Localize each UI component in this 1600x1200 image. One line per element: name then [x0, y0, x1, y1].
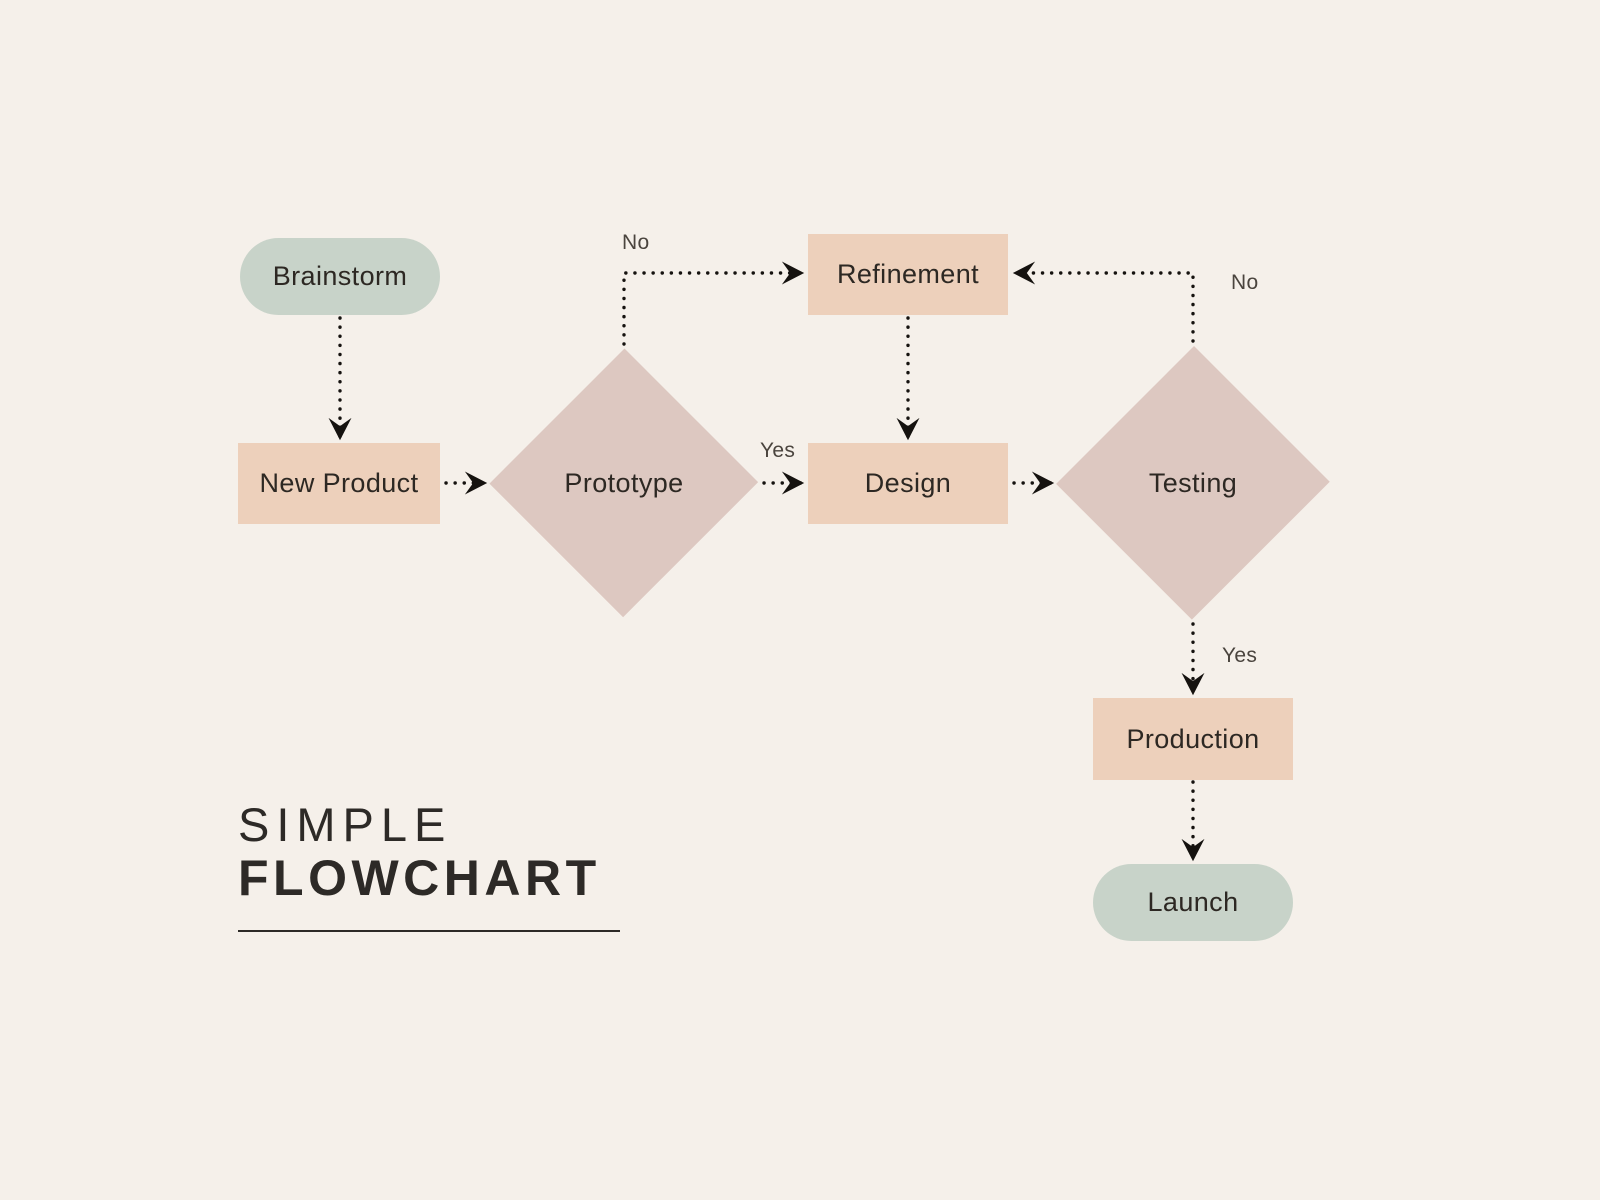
- node-testing[interactable]: Testing: [1056, 345, 1330, 621]
- node-label: Refinement: [836, 259, 980, 289]
- title-underline: [238, 930, 620, 933]
- node-label: Prototype: [564, 467, 684, 498]
- edge-label-prototype-yes: Yes: [760, 439, 796, 462]
- node-label: Production: [1126, 723, 1260, 754]
- edge-label-testing-no: No: [1231, 271, 1259, 294]
- node-label: Brainstorm: [272, 261, 408, 291]
- node-prototype[interactable]: Prototype: [489, 348, 759, 618]
- edge-label-testing-yes: Yes: [1222, 644, 1258, 667]
- node-label: Launch: [1147, 887, 1239, 917]
- node-launch[interactable]: Launch: [1093, 864, 1293, 941]
- node-brainstorm[interactable]: Brainstorm: [240, 238, 440, 315]
- node-new-product[interactable]: New Product: [238, 443, 440, 524]
- title-block: SIMPLE FLOWCHART: [238, 798, 838, 933]
- node-production[interactable]: Production: [1093, 698, 1293, 780]
- node-label: Testing: [1148, 467, 1238, 498]
- title-line-flowchart: FLOWCHART: [238, 850, 601, 907]
- node-label: Design: [864, 468, 952, 498]
- node-design[interactable]: Design: [808, 443, 1008, 524]
- edge-testing-no-to-refinement: [1012, 261, 1195, 343]
- edge-prototype-no-to-refinement: [622, 261, 805, 346]
- title-line-simple: SIMPLE: [238, 798, 453, 851]
- edge-label-prototype-no: No: [622, 231, 650, 254]
- node-refinement[interactable]: Refinement: [808, 234, 1008, 315]
- node-label: New Product: [259, 468, 419, 498]
